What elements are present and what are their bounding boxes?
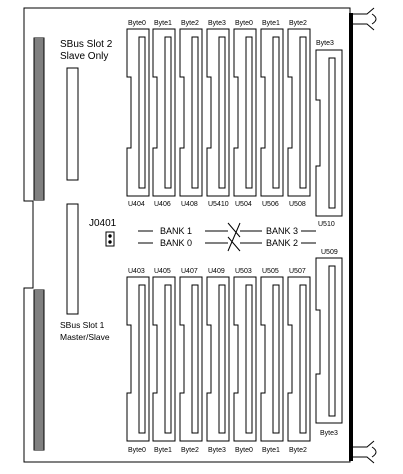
top-byte-label: Byte2: [181, 20, 199, 27]
simm-top-u5410: [206, 28, 230, 197]
simm-top-u504: [233, 28, 257, 197]
top-byte-label: Byte2: [289, 20, 307, 27]
simm-bottom-u505: [260, 276, 284, 442]
side-top-byte-label: Byte3: [316, 40, 334, 47]
simm-top-u508: [287, 28, 311, 197]
bottom-ref-label: U409: [208, 268, 225, 275]
bottom-byte-label: Byte1: [262, 447, 280, 454]
slot2-chip: [66, 67, 79, 181]
simm-bottom-u507: [287, 276, 311, 442]
bottom-byte-label: Byte0: [128, 447, 146, 454]
simm-top-u408: [179, 28, 203, 197]
top-byte-label: Byte1: [154, 20, 172, 27]
bank-0-label: BANK 0: [160, 238, 192, 248]
sbus-slot-2-connector: [33, 37, 45, 201]
side-top-ref-label: U510: [318, 221, 335, 228]
slot2-subtitle: Slave Only: [60, 51, 108, 62]
top-ref-label: U506: [262, 201, 279, 208]
bottom-byte-label: Byte1: [154, 447, 172, 454]
top-ref-label: U408: [181, 201, 198, 208]
bottom-ref-label: U407: [181, 268, 198, 275]
slot1-title: SBus Slot 1: [60, 320, 105, 330]
bank-3-label: BANK 3: [266, 226, 298, 236]
simm-bottom-u409: [206, 276, 230, 442]
simm-top-u406: [152, 28, 176, 197]
jumper-j0401: [105, 231, 115, 247]
simm-side-bottom: [315, 257, 343, 424]
top-ref-label: U504: [235, 201, 252, 208]
bottom-byte-label: Byte0: [235, 447, 253, 454]
side-bottom-byte-label: Byte3: [320, 430, 338, 437]
top-ref-label: U508: [289, 201, 306, 208]
bottom-ref-label: U503: [235, 268, 252, 275]
top-byte-label: Byte0: [235, 20, 253, 27]
bank-2-label: BANK 2: [266, 238, 298, 248]
top-ref-label: U406: [154, 201, 171, 208]
bottom-byte-label: Byte3: [208, 447, 226, 454]
simm-top-u506: [260, 28, 284, 197]
simm-top-u404: [126, 28, 150, 197]
sbus-slot-1-connector: [33, 289, 45, 451]
slot2-title: SBus Slot 2: [60, 39, 113, 50]
top-byte-label: Byte0: [128, 20, 146, 27]
top-byte-label: Byte3: [208, 20, 226, 27]
jumper-label: J0401: [89, 218, 117, 229]
side-bottom-ref-label: U509: [321, 249, 338, 256]
bottom-ref-label: U405: [154, 268, 171, 275]
bottom-ejector-handle: [353, 440, 377, 464]
simm-bottom-u405: [152, 276, 176, 442]
bottom-ref-label: U505: [262, 268, 279, 275]
top-ejector-handle: [353, 7, 377, 31]
front-panel-bar: [349, 13, 353, 461]
bottom-byte-label: Byte2: [289, 447, 307, 454]
slot1-subtitle: Master/Slave: [60, 332, 110, 342]
simm-side-top: [315, 49, 343, 217]
simm-bottom-u403: [126, 276, 150, 442]
bank-1-label: BANK 1: [160, 226, 192, 236]
bottom-ref-label: U403: [128, 268, 145, 275]
bottom-byte-label: Byte2: [181, 447, 199, 454]
top-byte-label: Byte1: [262, 20, 280, 27]
top-ref-label: U5410: [208, 201, 229, 208]
bottom-ref-label: U507: [289, 268, 306, 275]
simm-bottom-u503: [233, 276, 257, 442]
simm-bottom-u407: [179, 276, 203, 442]
top-ref-label: U404: [128, 201, 145, 208]
slot1-chip: [66, 203, 79, 315]
bank-divider-lines: [138, 222, 316, 252]
